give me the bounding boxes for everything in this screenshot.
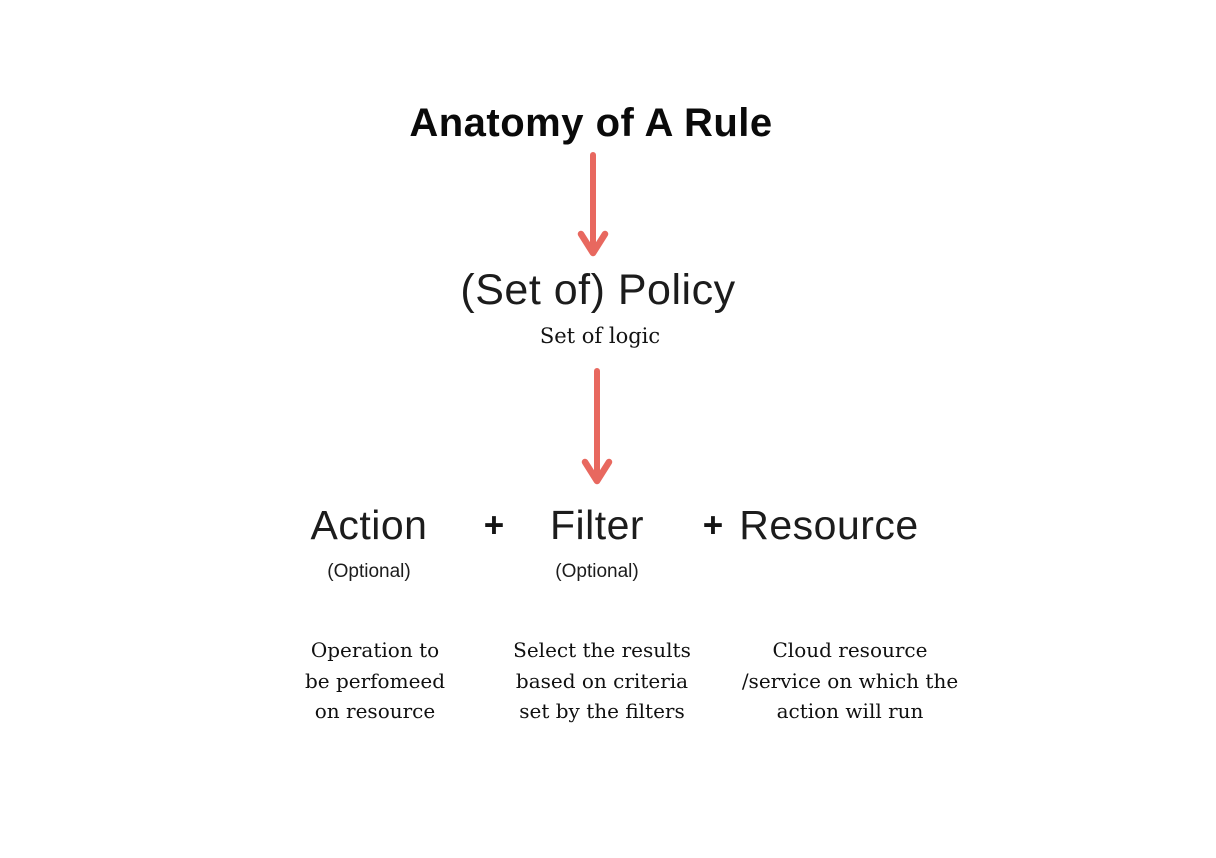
description-action: Operation to be perfomeed on resource [305, 635, 445, 727]
optional-tag-action: (Optional) [327, 561, 411, 582]
description-line: on resource [314, 699, 436, 723]
description-line: Select the results [513, 638, 691, 662]
description-line: be perfomeed [304, 668, 446, 693]
component-label-resource: Resource [739, 502, 919, 548]
description-filter: Select the results based on criteria set… [513, 635, 691, 727]
description-line: Operation to [310, 638, 440, 662]
page-title: Anatomy of A Rule [409, 101, 773, 145]
down-arrow-middle [581, 368, 613, 485]
plus-operator-1: + [483, 506, 505, 545]
policy-label: (Set of) Policy [460, 266, 736, 314]
description-line: set by the filters [519, 699, 685, 723]
optional-tag-filter: (Optional) [555, 561, 639, 582]
policy-sublabel: Set of logic [539, 324, 661, 348]
description-line: based on criteria [515, 668, 689, 693]
arrow-head [577, 230, 609, 257]
description-line: Cloud resource [772, 638, 928, 662]
description-resource: Cloud resource /service on which the act… [742, 635, 958, 727]
description-line: action will run [776, 699, 924, 723]
arrow-head [581, 458, 613, 485]
description-line: /service on which the [741, 668, 959, 693]
down-arrow-top [577, 152, 609, 257]
component-label-action: Action [310, 502, 428, 548]
plus-operator-2: + [702, 506, 724, 545]
component-label-filter: Filter [549, 502, 645, 548]
